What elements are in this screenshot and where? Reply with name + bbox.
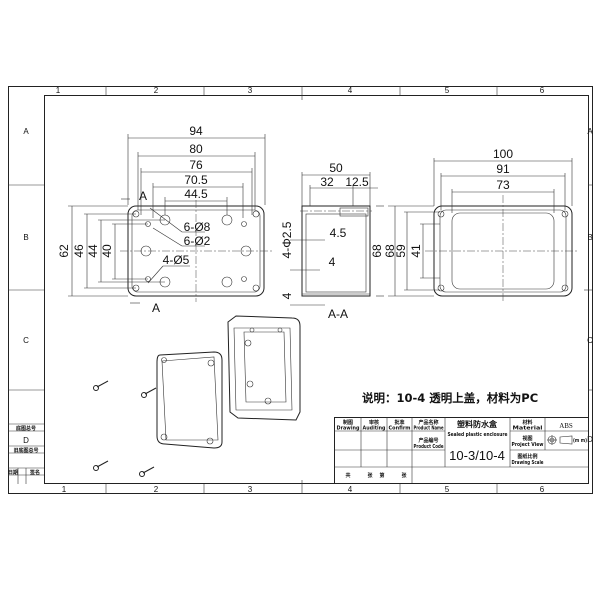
section-view: 50 32 12.5 4.5 4 4-Φ2.5 4 68 A-A (280, 161, 384, 321)
row-label: A (587, 127, 593, 136)
row-label: D (587, 435, 593, 444)
col-label: 3 (248, 485, 253, 494)
col-label: 2 (154, 485, 159, 494)
units-label: (m m) (573, 438, 587, 444)
screw-icon (93, 380, 157, 477)
front-view: 94 80 76 70.5 44.5 62 46 44 40 6-Ø8 6-Ø2… (57, 124, 272, 315)
row-label: B (587, 233, 592, 242)
dim-46: 46 (72, 244, 86, 258)
dim-70-5: 70.5 (184, 173, 208, 187)
material-label: 材料 (522, 419, 532, 426)
col-label: 3 (248, 86, 253, 95)
box-body (227, 315, 301, 421)
col-label: 5 (445, 485, 450, 494)
drawing-label: 制图 (343, 419, 353, 426)
dim-100: 100 (493, 147, 513, 161)
col-label: 6 (540, 86, 545, 95)
dim-44-5: 44.5 (184, 187, 208, 201)
product-code-label-en: Product Code (414, 444, 444, 450)
title-block: 制图 Drawing 审核 Auditing 批准 Confirm 产品名称 P… (334, 417, 589, 484)
dim-44: 44 (86, 244, 100, 258)
col-label: 4 (348, 86, 353, 95)
section-marker-top: A (139, 189, 147, 203)
auditing-label-en: Auditing (363, 426, 386, 432)
confirm-label: 批准 (394, 419, 404, 426)
old-base-drawing-no-label: 旧底图总号 (13, 447, 38, 454)
product-name-label-en: Product Name (414, 426, 444, 432)
lid (156, 351, 223, 449)
inner-frame (44, 95, 589, 484)
col-label: 2 (154, 86, 159, 95)
product-name-label: 产品名称 (418, 419, 438, 426)
dim-side-68: 68 (383, 244, 397, 258)
section-marker-bottom: A (152, 301, 160, 315)
row-label: D (23, 436, 29, 445)
col-label: 5 (445, 86, 450, 95)
dim-4-5: 4.5 (330, 226, 347, 240)
dim-62: 62 (57, 244, 71, 258)
dim-76: 76 (189, 158, 203, 172)
side-view: 100 91 73 68 59 41 (383, 147, 578, 302)
scale-label: 图纸比例 (517, 453, 537, 460)
product-name: 塑料防水盒 (457, 419, 498, 429)
product-code-label: 产品编号 (418, 437, 438, 444)
material-value: ABS (559, 422, 573, 430)
confirm-label-en: Confirm (389, 426, 411, 432)
col-label: 6 (540, 485, 545, 494)
dim-40: 40 (100, 244, 114, 258)
date-label: 日期 (8, 469, 18, 476)
grid-ticks (8, 86, 592, 494)
section-label: A-A (328, 307, 348, 321)
drawing-note: 说明：10-4 透明上盖，材料为PC (362, 391, 538, 405)
dim-59: 59 (394, 244, 408, 258)
row-label: B (23, 233, 28, 242)
dim-32: 32 (320, 175, 334, 189)
project-view-label-en: Project View (512, 442, 544, 448)
row-label: C (587, 336, 593, 345)
sheet-number-label: 第 (379, 472, 384, 479)
project-view-label: 视图 (522, 435, 532, 442)
base-drawing-no-label: 底图总号 (15, 425, 36, 432)
product-code: 10-3/10-4 (449, 448, 505, 463)
product-name-en: Sealed plastic enclosure (448, 432, 509, 438)
sheets-unit-label: 张 (367, 472, 373, 479)
sheet-unit-label: 张 (401, 472, 407, 479)
dim-91: 91 (496, 162, 510, 176)
row-label: A (23, 127, 29, 136)
first-angle-projection-icon (547, 435, 573, 445)
column-labels-bottom: 1 2 3 4 5 6 (62, 485, 545, 494)
material-label-en: Material (513, 426, 543, 432)
col-label: 1 (56, 86, 61, 95)
scale-label-en: Drawing Scale (512, 460, 544, 466)
dim-73: 73 (496, 178, 510, 192)
row-labels: A B C A B C D (23, 127, 593, 444)
col-label: 1 (62, 485, 67, 494)
callout-6-d8: 6-Ø8 (184, 220, 211, 234)
column-labels-top: 1 2 3 4 5 6 (56, 86, 545, 95)
isometric-view (93, 315, 301, 477)
dim-80: 80 (189, 142, 203, 156)
callout-6-d2: 6-Ø2 (184, 234, 211, 248)
drawing-label-en: Drawing (337, 426, 360, 432)
dim-50: 50 (329, 161, 343, 175)
dim-bottom-4: 4 (280, 292, 294, 299)
signature-label: 签名 (29, 469, 40, 476)
callout-4-d5: 4-Ø5 (163, 253, 190, 267)
dim-4-d2-5: 4-Φ2.5 (280, 221, 294, 258)
row-label: C (23, 336, 29, 345)
dim-41: 41 (409, 244, 423, 258)
dim-4: 4 (329, 255, 336, 269)
dim-94: 94 (189, 124, 203, 138)
sheets-total-label: 共 (345, 472, 350, 479)
dim-12-5: 12.5 (345, 175, 369, 189)
left-record-block: 底图总号 D 旧底图总号 日期 签名 (8, 423, 44, 484)
auditing-label: 审核 (369, 419, 379, 426)
col-label: 4 (348, 485, 353, 494)
dim-68: 68 (370, 244, 384, 258)
